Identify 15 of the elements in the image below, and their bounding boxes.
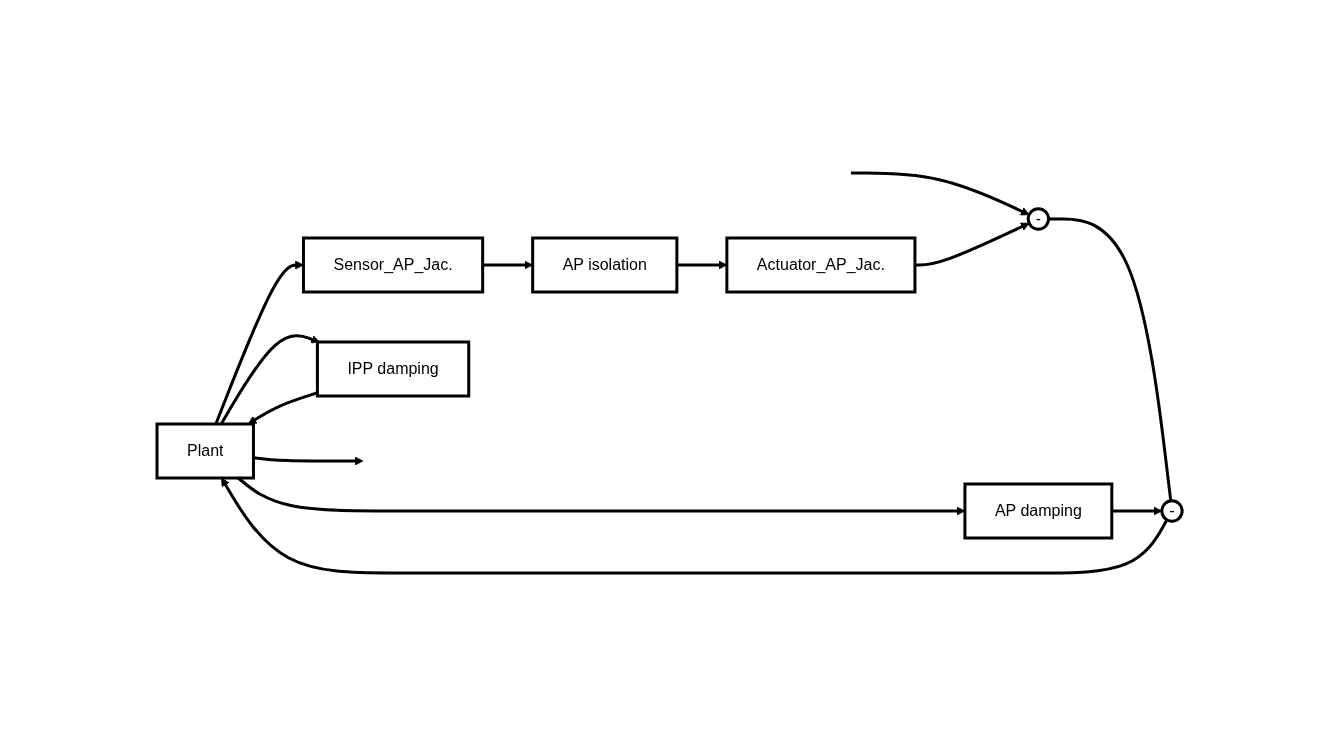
node-box: AP damping <box>963 482 1114 540</box>
arrow <box>1112 506 1163 516</box>
node-box: IPP damping <box>316 340 471 398</box>
node-box: Plant <box>155 422 256 480</box>
arrow <box>253 456 364 466</box>
node-box: AP isolation <box>531 236 679 294</box>
arrow <box>248 391 319 425</box>
arrow <box>677 260 728 270</box>
node-box: Actuator_AP_Jac. <box>725 236 917 294</box>
arrow <box>915 222 1030 267</box>
node-box: Sensor_AP_Jac. <box>302 236 485 294</box>
arrow <box>483 260 534 270</box>
arrow <box>851 171 1030 216</box>
node-circle: - <box>1160 499 1185 523</box>
node-circle: - <box>1027 207 1051 231</box>
